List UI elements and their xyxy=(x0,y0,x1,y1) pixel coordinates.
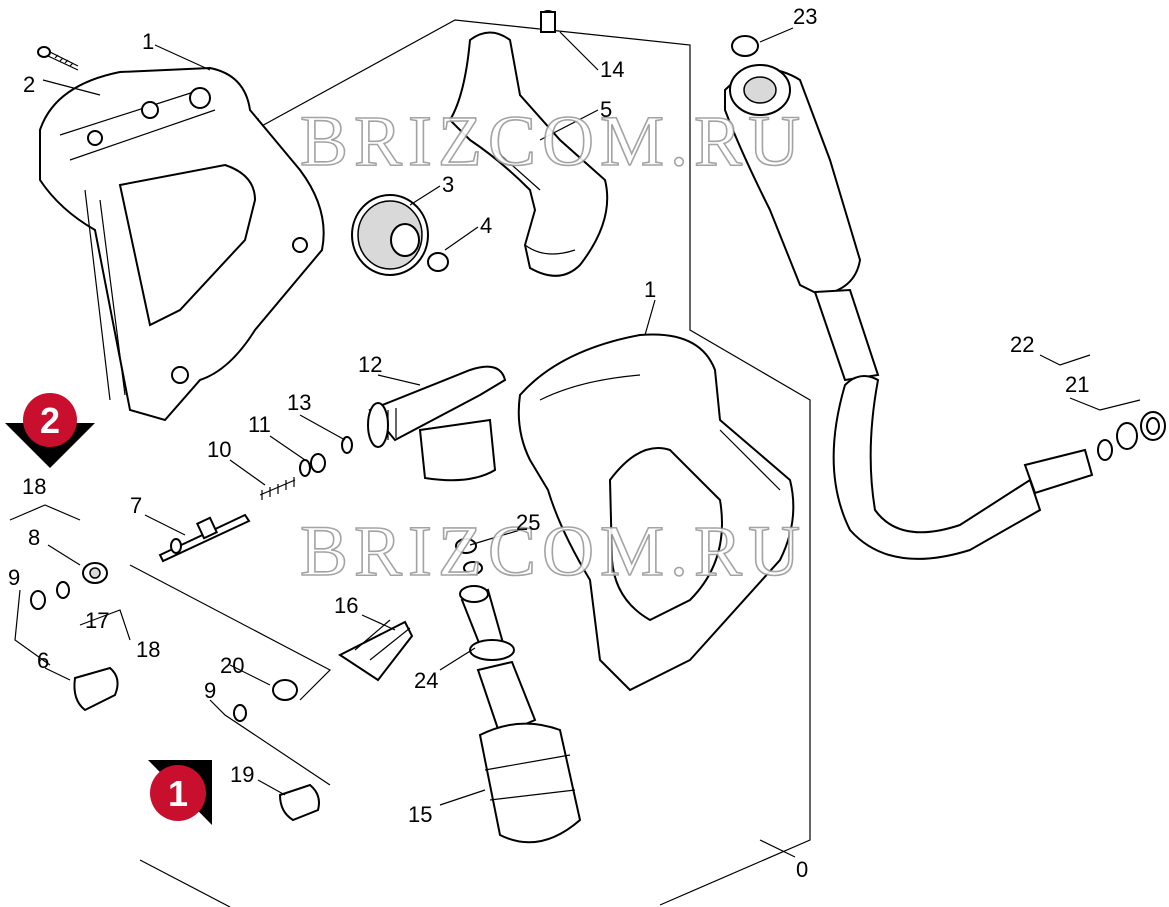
badge-2-label: 2 xyxy=(40,400,60,441)
callout-3: 3 xyxy=(442,172,454,197)
callout-9a: 9 xyxy=(8,565,20,590)
callout-11: 11 xyxy=(248,412,271,437)
callout-10: 10 xyxy=(207,437,231,462)
callout-21: 21 xyxy=(1065,372,1089,397)
callout-13: 13 xyxy=(287,390,311,415)
callout-8: 8 xyxy=(28,525,40,550)
callout-9b: 9 xyxy=(204,678,216,703)
callout-23: 23 xyxy=(793,4,817,29)
callout-5: 5 xyxy=(600,97,612,122)
callout-2: 2 xyxy=(23,72,35,97)
callout-22: 22 xyxy=(1010,332,1034,357)
callout-16: 16 xyxy=(334,593,358,618)
callout-18b: 18 xyxy=(136,637,160,662)
callout-25: 25 xyxy=(516,510,540,535)
valve-parts-center xyxy=(233,679,320,822)
callout-20: 20 xyxy=(220,653,244,678)
callout-18a: 18 xyxy=(22,474,46,499)
callout-6: 6 xyxy=(37,648,49,673)
callout-0: 0 xyxy=(796,857,808,882)
pin xyxy=(540,10,556,33)
callout-7: 7 xyxy=(130,493,142,518)
callout-19: 19 xyxy=(230,762,254,787)
watermark-bottom: BRIZCOM.RU xyxy=(300,511,806,591)
badge-1-label: 1 xyxy=(168,773,188,814)
callout-17: 17 xyxy=(85,608,109,633)
spring xyxy=(259,477,296,500)
o-ring-25a xyxy=(455,538,477,554)
callout-1a: 1 xyxy=(142,29,154,54)
leader-lines xyxy=(9,27,1141,858)
gear xyxy=(351,194,429,276)
o-ring-25b xyxy=(463,561,483,575)
screw xyxy=(37,46,79,71)
callout-14: 14 xyxy=(600,57,624,82)
hose-assembly xyxy=(724,35,1166,560)
watermark-top: BRIZCOM.RU xyxy=(300,101,806,181)
o-ring-13 xyxy=(341,436,353,454)
callout-15: 15 xyxy=(408,802,432,827)
clip xyxy=(338,619,414,682)
callout-24: 24 xyxy=(414,668,438,693)
valve-stem xyxy=(158,513,251,563)
hose-fitting xyxy=(367,365,507,482)
valve-parts-left xyxy=(30,562,119,712)
callout-12: 12 xyxy=(358,352,382,377)
trigger xyxy=(448,31,609,277)
callout-1b: 1 xyxy=(644,277,656,302)
callouts: 1 2 3 4 5 14 23 1 12 13 11 10 7 22 21 18… xyxy=(8,4,1089,882)
callout-4: 4 xyxy=(480,213,492,238)
handle-half-left xyxy=(39,66,325,422)
o-ring-4 xyxy=(427,252,449,272)
badge-1: 1 xyxy=(148,760,212,825)
badge-2: 2 xyxy=(5,393,95,468)
o-ring-11 xyxy=(310,453,326,473)
handle-half-right xyxy=(517,333,795,692)
nozzle xyxy=(459,585,582,844)
o-ring-11b xyxy=(299,459,311,477)
